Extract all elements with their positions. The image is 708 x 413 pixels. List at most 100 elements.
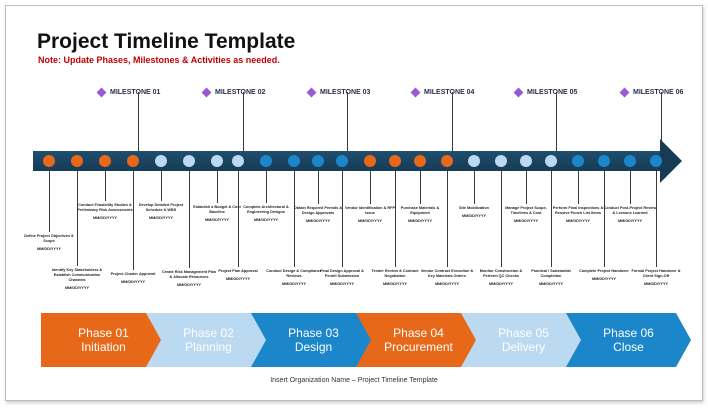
timeline-page: Project Timeline Template Note: Update P… [5, 5, 703, 401]
activity-dot [441, 155, 453, 167]
activity-label: Final Design Approval & Permit Submissio… [314, 269, 370, 287]
timeline-arrowhead-icon [660, 139, 682, 183]
phase-number: Phase 02 [183, 326, 234, 340]
milestone-diamond-icon [306, 87, 317, 97]
activity-dot [545, 155, 557, 167]
milestone-label: MILESTONE 03 [320, 88, 371, 96]
activity-date: MM/DD/YYYY [253, 218, 279, 222]
phase-name: Delivery [501, 340, 546, 354]
phase-number: Phase 06 [603, 326, 654, 340]
activity-leader-line [238, 167, 239, 267]
milestone-leader-line [556, 92, 557, 155]
activity-dot [232, 155, 244, 167]
activity-label: Conduct Post-Project Review & Lessons Le… [602, 206, 658, 224]
activity-dot [520, 155, 532, 167]
activity-date: MM/DD/YYYY [204, 218, 230, 222]
activity-dot [468, 155, 480, 167]
phase-number: Phase 04 [393, 326, 444, 340]
activity-leader-line [342, 167, 343, 267]
activity-date: MM/DD/YYYY [565, 219, 591, 223]
activity-title: Final Design Approval & Permit Submissio… [320, 269, 364, 278]
milestone-label: MILESTONE 02 [215, 88, 266, 96]
activity-date: MM/DD/YYYY [434, 282, 460, 286]
activity-leader-line [133, 167, 134, 270]
activity-dot [260, 155, 272, 167]
milestone-5: MILESTONE 05 [513, 86, 578, 98]
activity-leader-line [370, 167, 371, 204]
activity-leader-line [105, 167, 106, 201]
milestone-3: MILESTONE 03 [306, 86, 371, 98]
milestone-leader-line [661, 92, 662, 155]
milestone-4: MILESTONE 04 [410, 86, 475, 98]
activity-label: Perform Final Inspections & Resolve Punc… [550, 206, 606, 224]
activity-title: Conduct Design & Compliance Reviews [266, 269, 322, 278]
activity-title: Monitor Construction & Perform QC Checks [479, 269, 523, 278]
activity-date: MM/DD/YYYY [92, 216, 118, 220]
activity-dot [183, 155, 195, 167]
activity-dot [364, 155, 376, 167]
activity-date: MM/DD/YYYY [617, 219, 643, 223]
activity-dot [598, 155, 610, 167]
phase-name: Procurement [384, 340, 453, 354]
activity-dot [336, 155, 348, 167]
activity-leader-line [630, 167, 631, 204]
milestone-label: MILESTONE 04 [424, 88, 475, 96]
activity-dot [155, 155, 167, 167]
activity-date: MM/DD/YYYY [382, 282, 408, 286]
activity-title: Conduct Feasibility Studies & Preliminar… [77, 203, 133, 212]
activity-date: MM/DD/YYYY [148, 216, 174, 220]
milestone-diamond-icon [513, 87, 524, 97]
phase-number: Phase 03 [288, 326, 339, 340]
activity-title: Project Plan Approval [218, 269, 258, 273]
milestone-diamond-icon [201, 87, 212, 97]
activity-leader-line [395, 167, 396, 267]
milestone-leader-line [452, 92, 453, 155]
phase-name: Initiation [81, 340, 126, 354]
activity-label: Formal Project Handover & Client Sign-Of… [628, 269, 684, 287]
activity-label: Complete Architectural & Engineering Des… [238, 205, 294, 223]
activity-title: Obtain Required Permits & Design Approva… [293, 206, 343, 215]
activity-date: MM/DD/YYYY [329, 282, 355, 286]
activity-date: MM/DD/YYYY [120, 280, 146, 284]
milestone-label: MILESTONE 05 [527, 88, 578, 96]
activity-title: Formal Project Handover & Client Sign-Of… [631, 269, 681, 278]
activity-dot [495, 155, 507, 167]
activity-leader-line [526, 167, 527, 204]
activity-dot [414, 155, 426, 167]
activity-date: MM/DD/YYYY [225, 277, 251, 281]
activity-dot [43, 155, 55, 167]
activity-title: Tender Review & Contract Negotiation [371, 269, 419, 278]
activity-title: Practical / Substantial Completion [531, 269, 571, 278]
activity-date: MM/DD/YYYY [36, 247, 62, 251]
activity-label: Conduct Feasibility Studies & Preliminar… [77, 203, 133, 221]
milestone-leader-line [138, 92, 139, 155]
activity-dot [650, 155, 662, 167]
footer-text: Insert Organization Name – Project Timel… [270, 377, 438, 384]
activity-title: Identify Key Stakeholders & Establish Co… [51, 268, 103, 282]
milestone-diamond-icon [619, 87, 630, 97]
milestone-diamond-icon [96, 87, 107, 97]
activity-leader-line [578, 167, 579, 204]
activity-dot [211, 155, 223, 167]
activity-title: Define Project Objectives & Scope [24, 234, 74, 243]
activity-title: Project Charter Approval [110, 272, 156, 276]
activity-leader-line [420, 167, 421, 204]
activity-date: MM/DD/YYYY [357, 219, 383, 223]
activity-date: MM/DD/YYYY [488, 282, 514, 286]
activity-title: Purchase Materials & Equipment [400, 206, 440, 215]
milestone-2: MILESTONE 02 [201, 86, 266, 98]
activity-date: MM/DD/YYYY [407, 219, 433, 223]
activity-leader-line [551, 167, 552, 267]
activity-title: Manage Project Scope, Timelines & Cost [505, 206, 547, 215]
activity-dot [127, 155, 139, 167]
